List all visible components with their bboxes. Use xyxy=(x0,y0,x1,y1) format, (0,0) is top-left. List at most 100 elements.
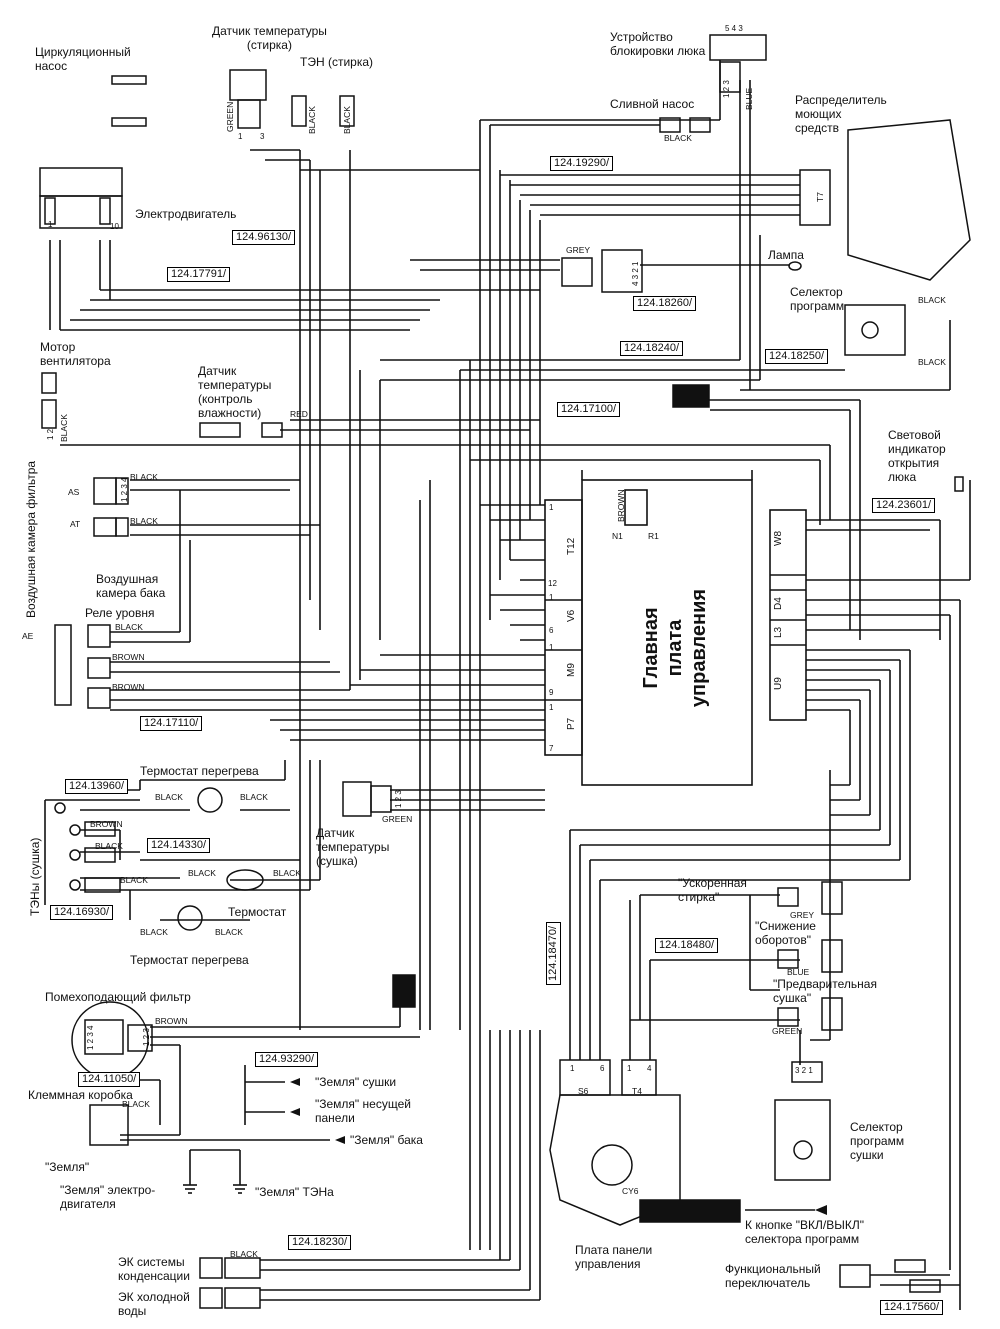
code-17100: 124.17100/ xyxy=(557,402,621,417)
main-board-label: Главная плата управления xyxy=(640,588,710,708)
conn-at: AT xyxy=(70,519,81,529)
pin-s6-1: 1 xyxy=(570,1064,575,1073)
condensation-valve-label: ЭК системы конденсации xyxy=(118,1255,190,1283)
overheat-thermostat-bottom-label: Термостат перегрева xyxy=(130,953,249,967)
control-panel-board-label: Плата панели управления xyxy=(575,1243,653,1271)
wire-grey-lamp: GREY xyxy=(566,245,591,255)
wire-brown-level-1: BROWN xyxy=(112,652,145,662)
wire-black-valve: BLACK xyxy=(230,1249,258,1259)
wire-black-selector-2: BLACK xyxy=(918,357,946,367)
conn-t4: T4 xyxy=(632,1086,642,1096)
wire-grey-quickwash: GREY xyxy=(790,910,815,920)
wire-black-ae: BLACK xyxy=(115,622,143,632)
air-chamber-tank-label: Воздушная камера бака xyxy=(96,572,166,600)
pin-s6-6: 6 xyxy=(600,1064,605,1073)
conn-v6: V6 xyxy=(566,609,577,622)
noise-filter-label: Помехоподающий фильтр xyxy=(45,990,191,1004)
heater-wash-label: ТЭН (стирка) xyxy=(300,55,374,69)
wire-black-heater-5: BLACK xyxy=(273,868,301,878)
ground-panel-label: "Земля" несущей панели xyxy=(315,1097,411,1125)
wire-brown-heater: BROWN xyxy=(90,819,123,829)
code-16930: 124.16930/ xyxy=(50,905,114,920)
conn-m9: M9 xyxy=(566,663,577,677)
cold-water-valve-label: ЭК холодной воды xyxy=(118,1290,190,1318)
pin-board-1c: 1 xyxy=(549,643,554,652)
wire-black-as: BLACK xyxy=(130,472,158,482)
terminal-box-label: Клеммная коробка xyxy=(28,1088,133,1102)
wire-black-heater-2: BLACK xyxy=(342,106,352,134)
conn-ae: AE xyxy=(22,631,34,641)
wire-black-drain: BLACK xyxy=(664,133,692,143)
wire-black-thermo-1: BLACK xyxy=(155,792,183,802)
air-chamber-filter-label: Воздушная камера фильтра xyxy=(24,460,38,618)
conn-cy6: CY6 xyxy=(622,1186,639,1196)
code-19290: 124.19290/ xyxy=(550,156,614,171)
wire-black-terminal: BLACK xyxy=(122,1099,150,1109)
circ-pump-label: Циркуляционный насос xyxy=(35,45,131,73)
pin-board-1b: 1 xyxy=(549,593,554,602)
conn-p7: P7 xyxy=(566,717,577,730)
board-left-header xyxy=(544,499,583,756)
function-switch-label: Функциональный переключатель xyxy=(725,1262,821,1290)
code-93290: 124.93290/ xyxy=(255,1052,319,1067)
dispenser-body xyxy=(847,119,971,281)
conn-t7: T7 xyxy=(815,192,825,202)
pin-dry-selector-321: 3 2 1 xyxy=(795,1066,813,1075)
drain-pump-label: Сливной насос xyxy=(610,97,695,111)
conn-s6: S6 xyxy=(578,1086,589,1096)
wire-brown-n1: BROWN xyxy=(616,489,626,522)
pin-dry-123: 1 2 3 xyxy=(394,790,403,808)
wire-black-heater-4: BLACK xyxy=(188,868,216,878)
thermostat-label: Термостат xyxy=(228,905,287,919)
ground-label: "Земля" xyxy=(45,1160,90,1174)
program-selector-label: Селектор программ xyxy=(790,285,845,313)
conn-l3: L3 xyxy=(773,626,784,638)
pin-lock-123: 1 2 3 xyxy=(722,80,731,98)
motor-label: Электродвигатель xyxy=(135,207,237,221)
code-17110: 124.17110/ xyxy=(140,716,203,731)
wire-black-fan: BLACK xyxy=(59,414,69,442)
pin-filter-123: 1 2 3 xyxy=(142,1028,151,1046)
pin-t4-1: 1 xyxy=(627,1064,632,1073)
wire-green-dry-sensor: GREEN xyxy=(382,814,413,824)
overheat-thermostat-top-label: Термостат перегрева xyxy=(140,764,259,778)
code-96130: 124.96130/ xyxy=(232,230,296,245)
wire-brown-level-2: BROWN xyxy=(112,682,145,692)
code-11050: 124.11050/ xyxy=(78,1072,141,1087)
conn-n1: N1 xyxy=(612,531,623,541)
code-18250: 124.18250/ xyxy=(765,349,829,364)
wire-black-heater-1: BLACK xyxy=(307,106,317,134)
pin-board-1: 1 xyxy=(549,503,554,512)
reduced-rpm-label: "Снижение оборотов" xyxy=(755,919,816,947)
onoff-button-label: К кнопке "ВКЛ/ВЫКЛ" селектора программ xyxy=(745,1218,864,1246)
noise-filter-body xyxy=(71,1001,149,1079)
wire-blue-lock: BLUE xyxy=(744,87,754,110)
wire-black-overheat-2: BLACK xyxy=(215,927,243,937)
wire-blue-rpm: BLUE xyxy=(787,967,810,977)
level-relay-label: Реле уровня xyxy=(85,606,155,620)
dry-temp-sensor-label: Датчик температуры (сушка) xyxy=(316,826,390,868)
wire-black-heater-6: BLACK xyxy=(120,875,148,885)
wire-red-humidity: RED xyxy=(290,409,308,419)
motor-connector xyxy=(39,167,123,197)
pin-lock-543: 5 4 3 xyxy=(725,24,743,33)
dry-selector-body xyxy=(774,1099,831,1181)
wire-black-at: BLACK xyxy=(130,516,158,526)
lamp-label: Лампа xyxy=(768,248,804,262)
pin-temp-1: 1 xyxy=(238,132,243,141)
conn-r1: R1 xyxy=(648,531,659,541)
humidity-sensor-label: Датчик температуры (контроль влажности) xyxy=(198,364,272,420)
code-17791: 124.17791/ xyxy=(167,267,231,282)
code-14330: 124.14330/ xyxy=(147,838,211,853)
conn-w8: W8 xyxy=(773,531,784,546)
wire-black-selector-1: BLACK xyxy=(918,295,946,305)
conn-t12: T12 xyxy=(566,537,577,555)
code-18480: 124.18480/ xyxy=(655,938,719,953)
pin-fan-12: 1 2 xyxy=(46,428,55,440)
code-18240: 124.18240/ xyxy=(620,341,684,356)
temp-sensor-wash-label: Датчик температуры (стирка) xyxy=(212,24,327,52)
door-indicator-label: Световой индикатор открытия люка xyxy=(888,428,946,484)
pin-motor-10: 10 xyxy=(110,222,119,231)
fan-motor-label: Мотор вентилятора xyxy=(40,340,111,368)
wire-black-overheat-1: BLACK xyxy=(140,927,168,937)
